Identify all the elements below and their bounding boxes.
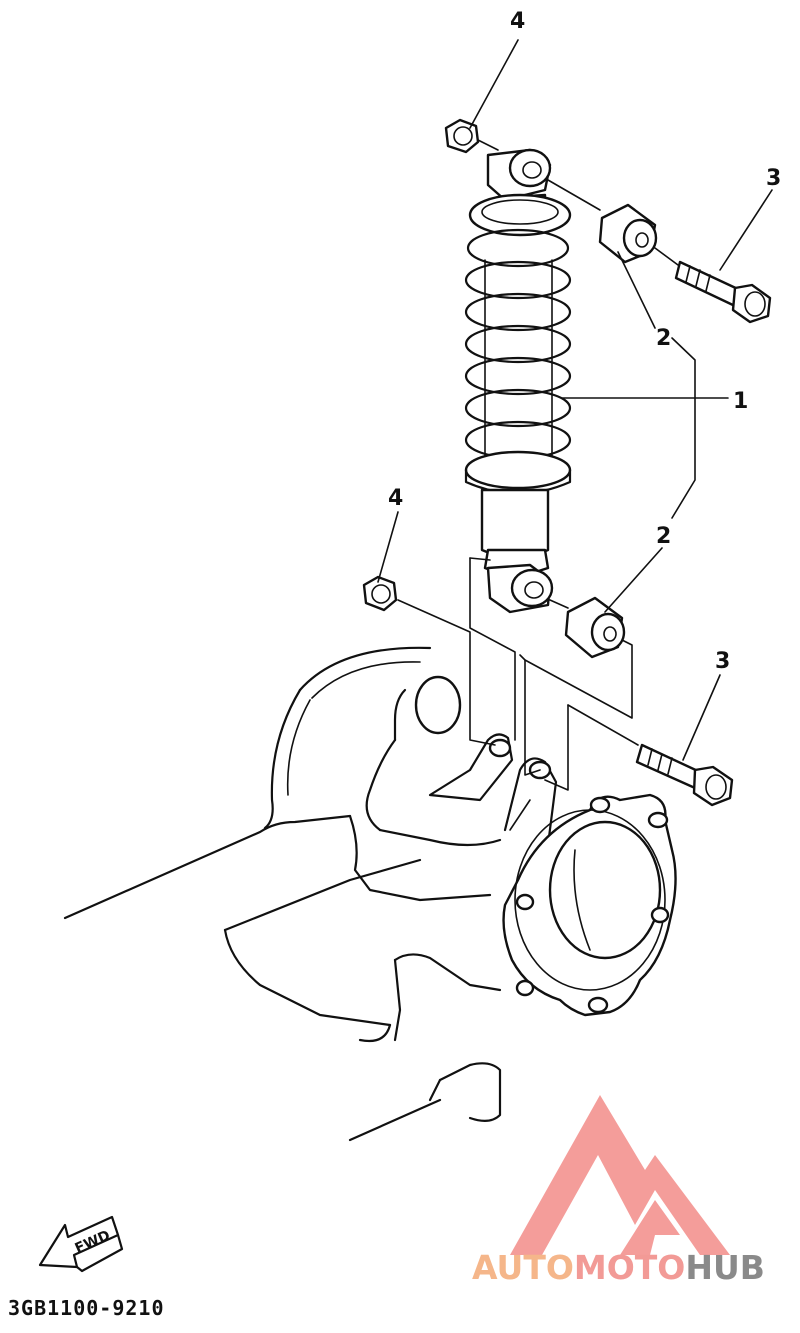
diagram-part-code: 3GB1100-9210 [8, 1296, 165, 1320]
callout-4-lower: 4 [388, 486, 403, 511]
watermark-auto: AUTO [472, 1248, 574, 1287]
callout-3-lower: 3 [715, 649, 730, 674]
bolt-upper [674, 260, 772, 324]
callout-3-top: 3 [766, 166, 781, 191]
nut-upper [444, 118, 480, 154]
collar-upper [598, 203, 658, 264]
assembly-lines [397, 139, 679, 791]
watermark-moto: MOTO [573, 1248, 686, 1287]
callout-4-top: 4 [510, 9, 525, 34]
callout-2-upper: 2 [656, 326, 671, 351]
shock-spring [464, 228, 572, 471]
automotohub-logo-icon [510, 1095, 730, 1255]
collar-lower [564, 596, 626, 659]
axle-housing [63, 646, 677, 1142]
watermark-brand: AUTOMOTOHUB [472, 1248, 765, 1287]
fwd-arrow-icon: FWD [38, 1215, 124, 1273]
bolt-lower [635, 743, 734, 807]
shock-absorber [464, 148, 572, 614]
leader-lines [377, 39, 773, 761]
callout-numbers: 4 3 2 1 4 2 3 [388, 9, 781, 674]
watermark-hub: HUB [685, 1248, 765, 1287]
callout-2-lower: 2 [656, 524, 671, 549]
nut-lower [362, 575, 398, 612]
callout-1: 1 [733, 389, 748, 414]
